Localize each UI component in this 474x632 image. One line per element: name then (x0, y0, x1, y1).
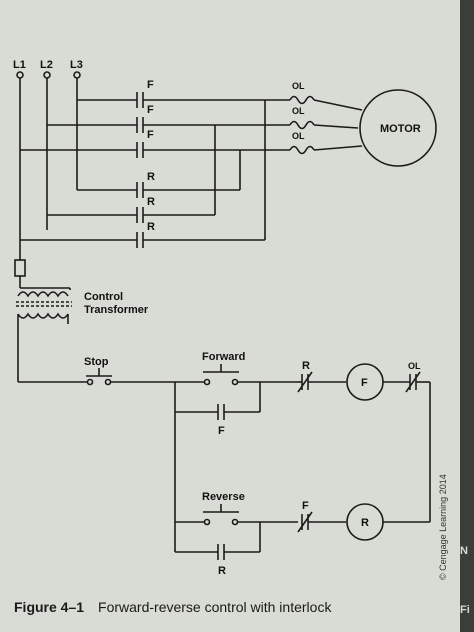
strip-text-bottom: Fi (460, 604, 470, 616)
label-l3: L3 (70, 59, 83, 71)
forward-label: Forward (202, 351, 245, 363)
ol-contact-label: OL (408, 361, 421, 371)
figure-caption: Figure 4–1 Forward-reverse control with i… (14, 599, 454, 615)
stop-label: Stop (84, 356, 109, 368)
textbook-page: L1 L2 L3 F F F R R R OL OL OL MOTOR Cont… (0, 0, 460, 632)
label-ol-1: OL (292, 81, 305, 91)
terminal-l3 (73, 71, 81, 79)
label-f-1: F (147, 79, 154, 91)
label-ol-3: OL (292, 131, 305, 141)
figure-number: Figure 4–1 (14, 599, 85, 615)
motor-label: MOTOR (380, 123, 421, 135)
label-r-3: R (147, 221, 155, 233)
adjacent-page-strip: N Fi (460, 0, 474, 632)
label-l1: L1 (13, 59, 26, 71)
figure-title: Forward-reverse control with interlock (98, 599, 332, 615)
label-f-2: F (147, 104, 154, 116)
label-ol-2: OL (292, 106, 305, 116)
wiring-diagram: L1 L2 L3 F F F R R R OL OL OL MOTOR Cont… (13, 59, 437, 577)
interlock-r-label: R (302, 360, 310, 372)
coil-r-label: R (361, 517, 369, 529)
motor-circle (359, 89, 437, 167)
interlock-f-label: F (302, 500, 309, 512)
strip-text-top: N (460, 545, 468, 557)
terminal-l2 (43, 71, 51, 79)
label-l2: L2 (40, 59, 53, 71)
credit-line: © Cengage Learning 2014 (438, 474, 448, 580)
coil-f-label: F (361, 377, 368, 389)
reverse-label: Reverse (202, 491, 245, 503)
transformer-label-2: Transformer (84, 304, 149, 316)
label-r-2: R (147, 196, 155, 208)
label-f-3: F (147, 129, 154, 141)
aux-r-label: R (218, 565, 226, 577)
terminal-l1 (16, 71, 24, 79)
aux-f-label: F (218, 425, 225, 437)
transformer-label-1: Control (84, 291, 123, 303)
label-r-1: R (147, 171, 155, 183)
